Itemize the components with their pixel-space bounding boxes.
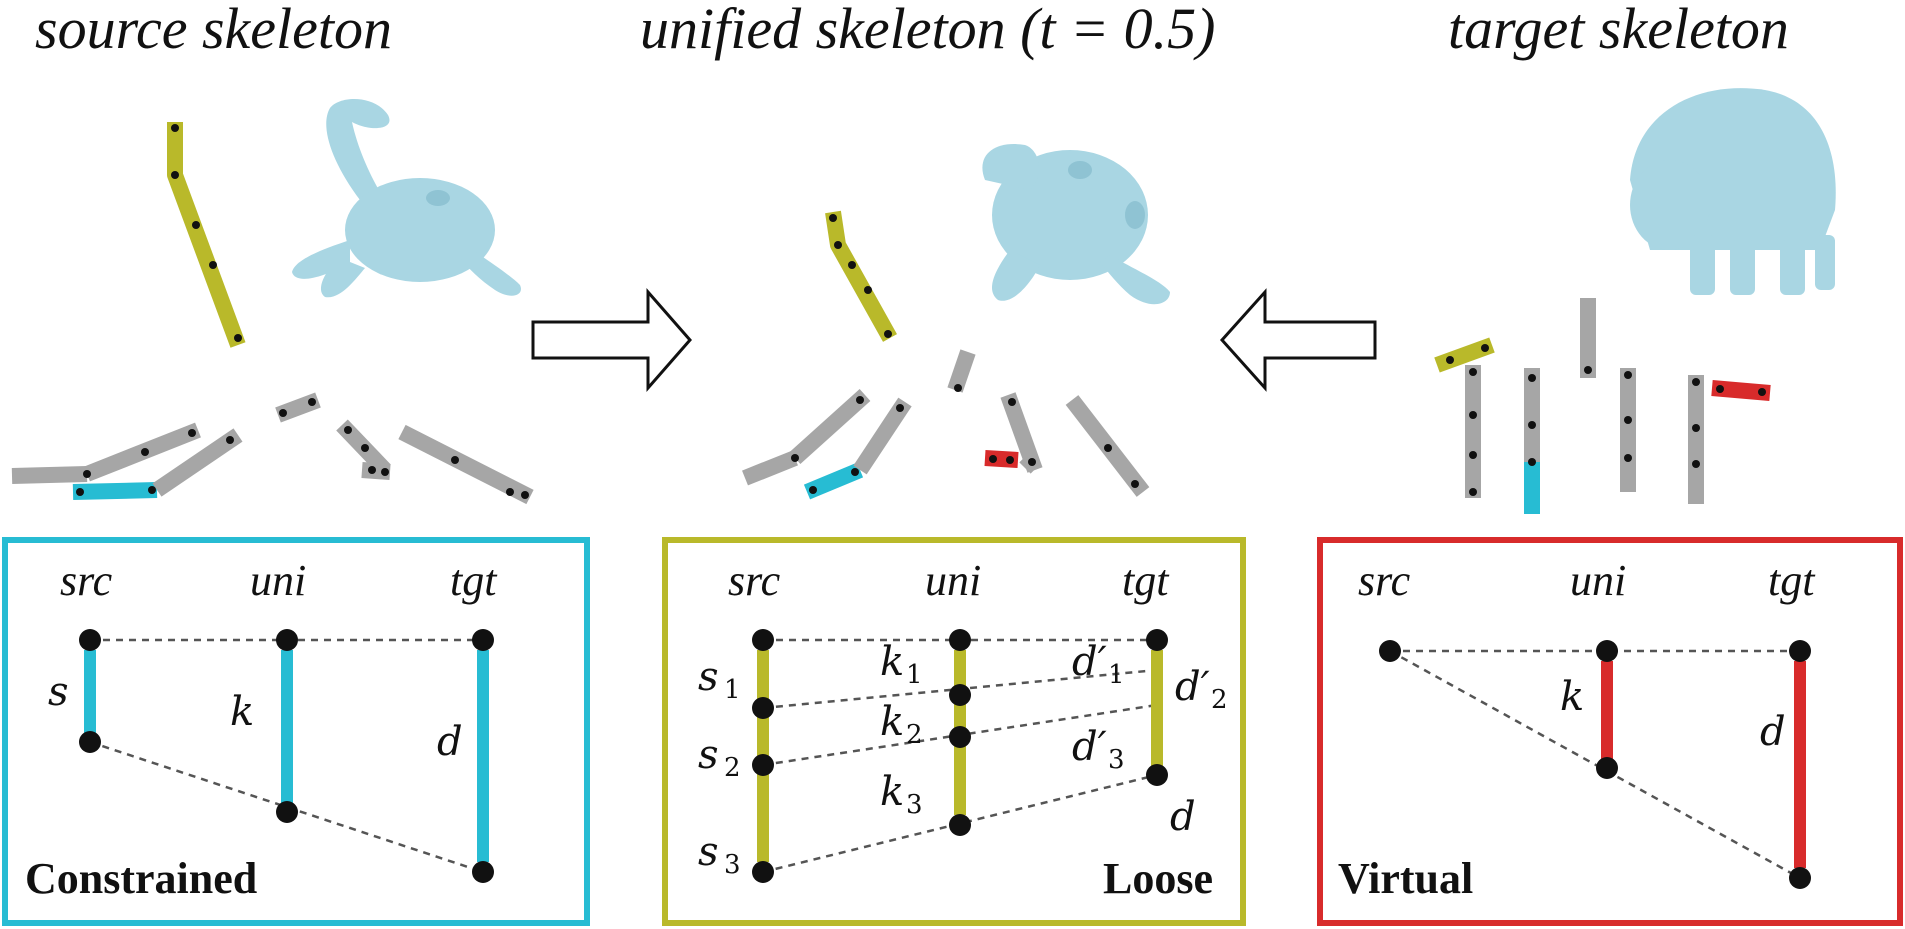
col-src: src bbox=[1358, 556, 1411, 605]
panel-virtual: src uni tgt k d Virtual bbox=[1317, 537, 1903, 926]
panel-label-virtual: Virtual bbox=[1338, 854, 1473, 903]
var-k3: k bbox=[880, 769, 904, 815]
var-d: d bbox=[437, 719, 463, 765]
var-d3: d′ bbox=[1072, 724, 1107, 770]
var-d2: d′ bbox=[1175, 664, 1210, 710]
bone-olive bbox=[167, 122, 246, 348]
var-s1: s bbox=[698, 654, 719, 700]
var-d: d bbox=[1760, 709, 1786, 755]
panel-label-constrained: Constrained bbox=[25, 854, 257, 903]
panel-border bbox=[2, 537, 590, 926]
bone-gray bbox=[853, 397, 912, 475]
col-uni: uni bbox=[925, 556, 981, 605]
target-mesh bbox=[1630, 88, 1836, 295]
var-k2-sub: 2 bbox=[906, 720, 923, 750]
source-skeleton bbox=[11, 122, 534, 505]
var-k: k bbox=[1560, 674, 1584, 720]
var-k3-sub: 3 bbox=[906, 790, 923, 820]
source-mesh bbox=[292, 98, 521, 298]
col-tgt: tgt bbox=[450, 556, 498, 605]
var-s3: s bbox=[698, 829, 719, 875]
col-tgt: tgt bbox=[1122, 556, 1170, 605]
panel-border bbox=[662, 537, 1246, 926]
var-s3-sub: 3 bbox=[724, 850, 741, 880]
bone-gray bbox=[398, 424, 534, 505]
unified-skeleton bbox=[742, 210, 1150, 500]
col-src: src bbox=[728, 556, 781, 605]
title-source: source skeleton bbox=[35, 0, 392, 61]
bone-gray bbox=[947, 349, 976, 393]
var-s2: s bbox=[698, 732, 719, 778]
var-s: s bbox=[48, 669, 69, 715]
var-k: k bbox=[230, 689, 254, 735]
var-d1: d′ bbox=[1072, 639, 1107, 685]
col-tgt: tgt bbox=[1768, 556, 1816, 605]
panel-border bbox=[1317, 537, 1903, 926]
title-unified: unified skeleton (t = 0.5) bbox=[640, 0, 1216, 61]
var-d3-sub: 3 bbox=[1108, 745, 1125, 775]
col-uni: uni bbox=[250, 556, 306, 605]
bone-olive bbox=[825, 210, 897, 342]
unified-mesh bbox=[982, 144, 1170, 305]
bone-cyan bbox=[72, 482, 158, 500]
col-src: src bbox=[60, 556, 113, 605]
bone-gray bbox=[152, 428, 243, 497]
var-d2-sub: 2 bbox=[1211, 685, 1228, 715]
panel-constrained: src uni tgt s k d Constrained bbox=[2, 537, 590, 926]
panel-label-loose: Loose bbox=[1103, 854, 1213, 903]
bone-gray bbox=[789, 389, 871, 464]
target-skeleton bbox=[1434, 298, 1771, 514]
var-d1-sub: 1 bbox=[1108, 660, 1125, 690]
bone-gray bbox=[11, 466, 88, 484]
var-s2-sub: 2 bbox=[724, 753, 741, 783]
var-k1-sub: 1 bbox=[906, 660, 923, 690]
title-target: target skeleton bbox=[1448, 0, 1789, 61]
left-arrow-icon bbox=[1219, 288, 1377, 392]
bone-gray bbox=[742, 450, 798, 486]
panel-loose: src uni tgt s 1 s 2 s 3 k 1 k 2 k 3 d′ bbox=[662, 537, 1246, 926]
col-uni: uni bbox=[1570, 556, 1626, 605]
var-d: d bbox=[1170, 794, 1196, 840]
var-k1: k bbox=[880, 639, 904, 685]
right-arrow-icon bbox=[531, 288, 692, 392]
var-s1-sub: 1 bbox=[724, 675, 741, 705]
var-k2: k bbox=[880, 699, 904, 745]
